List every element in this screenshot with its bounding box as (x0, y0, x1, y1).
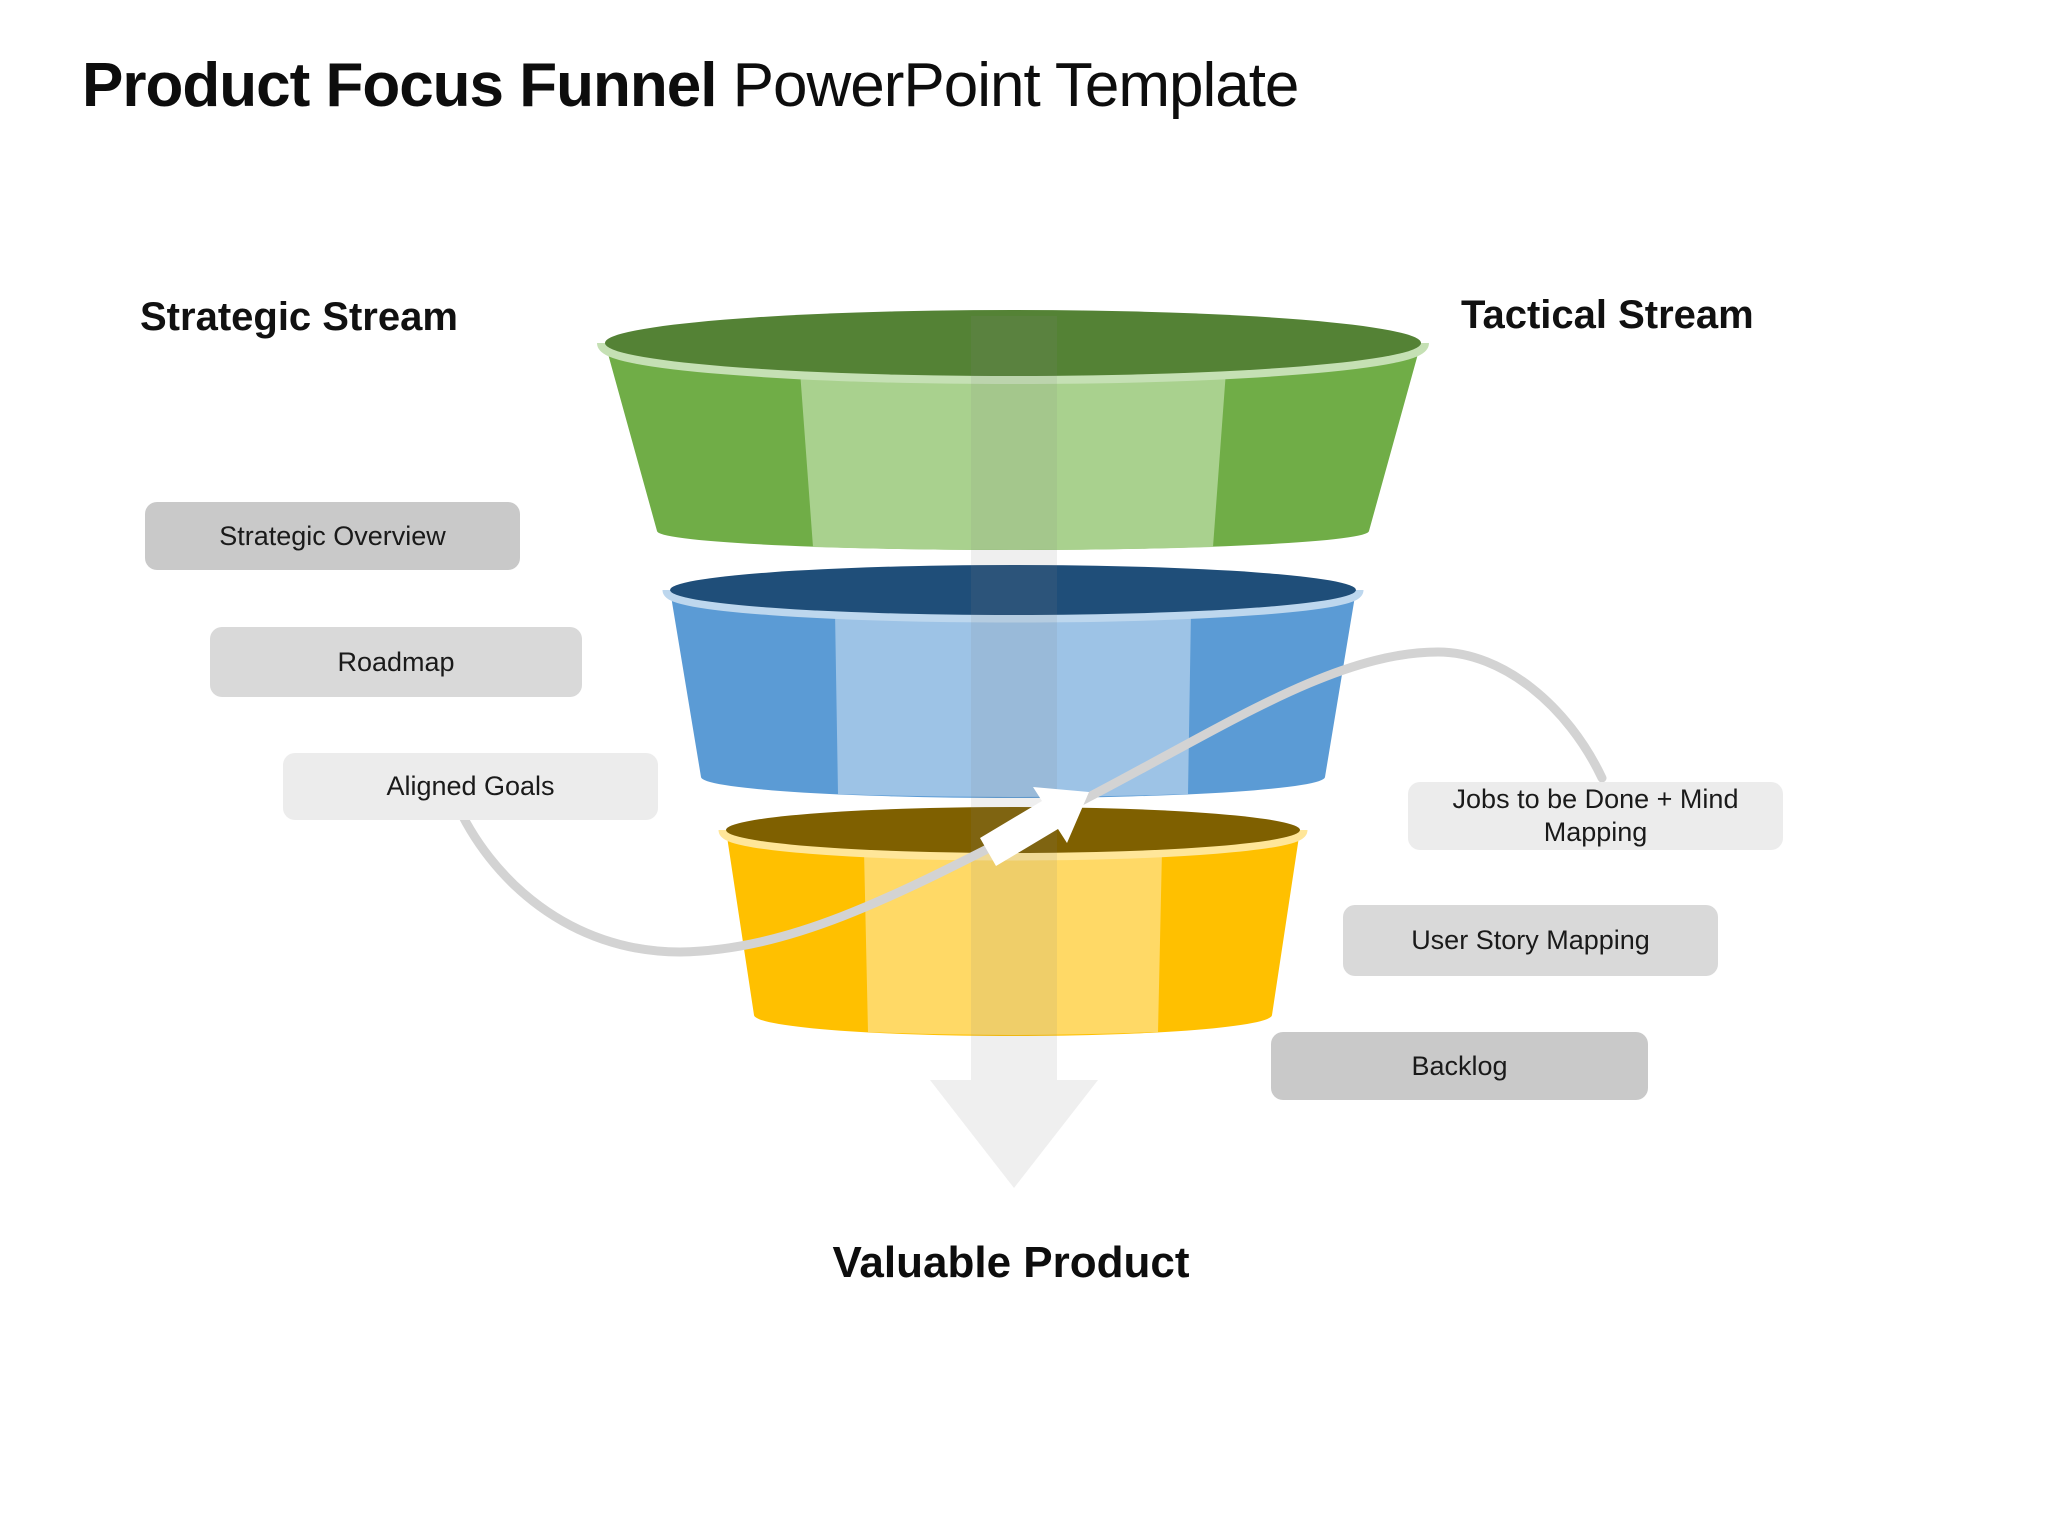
green-tier-highlight-band (800, 371, 1226, 550)
user-story-mapping-box: User Story Mapping (1343, 905, 1718, 976)
page-title-highlight: Product Focus Funnel (82, 51, 717, 120)
aligned-goals-label: Aligned Goals (386, 771, 555, 802)
blue-tier-top-ellipse (670, 565, 1356, 615)
jobs-to-be-done-box: Jobs to be Done + Mind Mapping (1408, 782, 1783, 850)
page-title: Product Focus Funnel PowerPoint Template (82, 50, 1300, 121)
jobs-to-be-done-label: Jobs to be Done + Mind Mapping (1452, 784, 1739, 847)
backlog-box: Backlog (1271, 1032, 1648, 1100)
strategic-overview-label: Strategic Overview (219, 520, 446, 551)
tactical-stream-heading: Tactical Stream (1461, 293, 1754, 337)
roadmap-label: Roadmap (337, 646, 455, 677)
user-story-mapping-label: User Story Mapping (1411, 925, 1650, 956)
strategic-stream-heading: Strategic Stream (140, 295, 458, 339)
connector-arrowhead-icon (980, 787, 1089, 866)
aligned-goals-box: Aligned Goals (283, 753, 658, 820)
green-tier-top-ellipse (605, 310, 1421, 376)
roadmap-box: Roadmap (210, 627, 582, 697)
funnel-tier-yellow (718, 807, 1308, 1036)
strategic-overview-box: Strategic Overview (145, 502, 520, 570)
yellow-tier-highlight-band (864, 850, 1162, 1035)
blue-tier-highlight-band (835, 611, 1191, 797)
backlog-label: Backlog (1411, 1050, 1508, 1081)
page-title-rest: PowerPoint Template (716, 51, 1300, 120)
down-arrow-icon (930, 316, 1098, 1188)
valuable-product-label: Valuable Product (832, 1238, 1190, 1287)
funnel-tier-green (597, 310, 1429, 550)
